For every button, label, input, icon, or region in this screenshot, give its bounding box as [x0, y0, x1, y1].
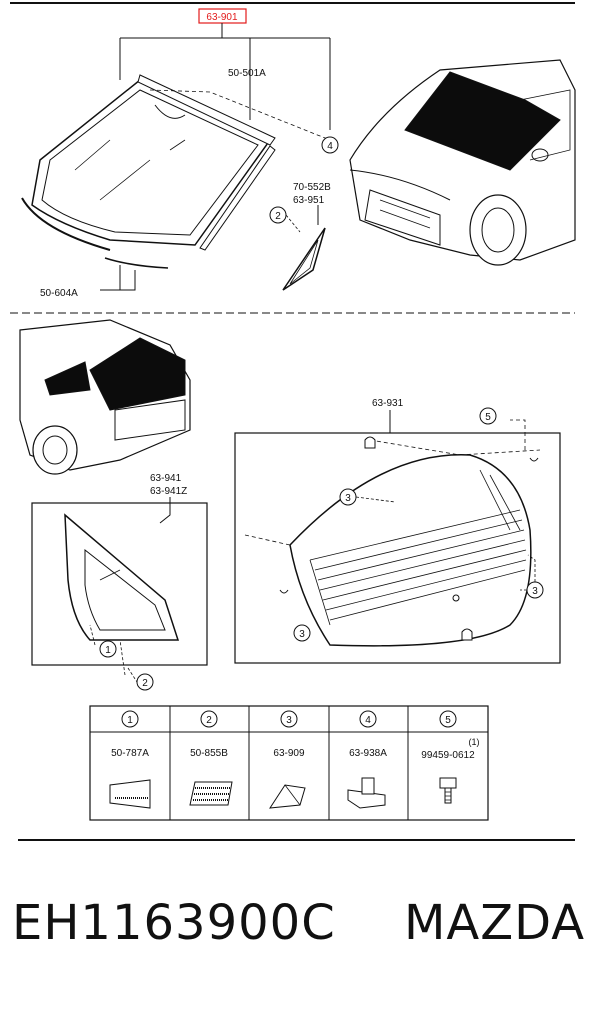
legend-part-1[interactable]: 50-787A: [111, 748, 149, 759]
car-rear-glass-dark: [89, 337, 186, 411]
svg-text:3: 3: [345, 493, 351, 504]
svg-text:5: 5: [485, 412, 491, 423]
lower-molding: [21, 197, 111, 251]
callout-1: [99, 640, 117, 658]
windshield-inner: [41, 89, 259, 236]
legend-sup-5: (1): [469, 737, 480, 747]
legend-num-2: 2: [206, 715, 212, 726]
legend-part-3[interactable]: 63-909: [273, 748, 305, 759]
part-icon-clip: [347, 789, 386, 809]
rear-section: 63-931 5 3 3 3: [19, 319, 561, 691]
part-label-quarter-front-2[interactable]: 63-951: [293, 195, 325, 206]
car-front-illustration: [349, 59, 576, 266]
part-label-molding-top[interactable]: 50-501A: [228, 68, 266, 79]
part-label-windshield[interactable]: 63-901: [206, 12, 238, 23]
part-icon-pad: [109, 779, 151, 809]
svg-text:2: 2: [142, 678, 148, 689]
windshield-glare: [74, 139, 186, 201]
legend-part-5[interactable]: 99459-0612: [421, 750, 475, 761]
mirror-mount: [154, 104, 186, 119]
part-caption: EH1163900C MAZDA: [12, 895, 592, 951]
part-label-rear-glass[interactable]: 63-931: [372, 398, 404, 409]
part-label-quarter-glass-r[interactable]: 63-941Z: [150, 486, 187, 497]
callout-4-top-label: 4: [327, 141, 333, 152]
bracket-lines: [119, 23, 331, 130]
legend-num-1: 1: [127, 715, 133, 726]
part-label-quarter-glass-l[interactable]: 63-941: [150, 473, 182, 484]
legend-num-3: 3: [286, 715, 292, 726]
part-number: EH1163900C: [12, 895, 336, 951]
car-rear-illustration: [19, 319, 191, 475]
part-label-molding-lower[interactable]: 50-604A: [40, 288, 78, 299]
windshield-glass: [31, 79, 272, 246]
quarter-front-glass: [282, 227, 326, 291]
legend-part-4[interactable]: 63-938A: [349, 748, 387, 759]
legend-part-2[interactable]: 50-855B: [190, 748, 228, 759]
legend-num-4: 4: [365, 715, 371, 726]
part-icon-bolt: [439, 777, 457, 789]
callout-4-top: [321, 136, 339, 154]
svg-text:2: 2: [275, 211, 281, 222]
rear-glass-frame: [234, 432, 561, 664]
svg-text:3: 3: [532, 586, 538, 597]
car-windshield-dark: [404, 71, 561, 171]
brand-name: MAZDA: [403, 895, 586, 951]
callout-3-b: [293, 624, 311, 642]
svg-text:1: 1: [105, 645, 111, 656]
quarter-glass: [64, 513, 180, 641]
molding-top-strip: [137, 74, 276, 146]
legend-table: 1 2 3 4 5 50-787A 50-855B 63-909 63-938A…: [89, 705, 489, 821]
svg-text:3: 3: [299, 629, 305, 640]
windshield-section: 63-901 50-501A 4 50-604A 70-552B 63-951 …: [21, 8, 576, 299]
defroster-grid: [309, 469, 527, 626]
bracket-lower: [100, 265, 136, 291]
legend-num-5: 5: [445, 715, 451, 726]
molding-side-strip: [199, 145, 276, 251]
callout-5: [479, 407, 497, 425]
part-label-quarter-front[interactable]: 70-552B: [293, 182, 331, 193]
part-icon-block: [269, 784, 306, 809]
lower-molding-2: [104, 257, 169, 269]
quarter-glass-frame: [31, 502, 208, 666]
